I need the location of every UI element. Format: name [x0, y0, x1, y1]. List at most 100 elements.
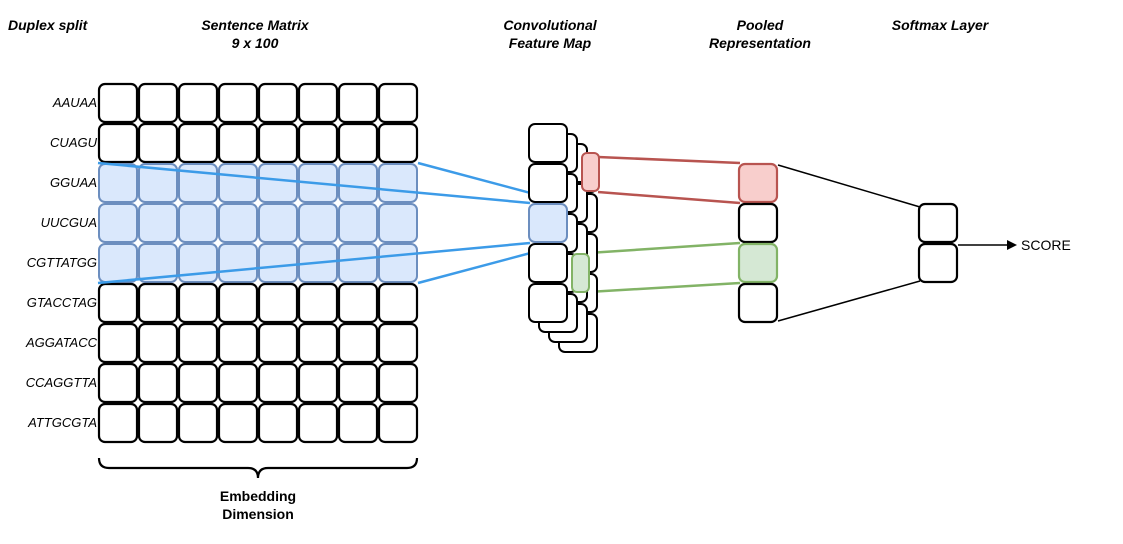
matrix-cell	[177, 322, 219, 364]
matrix-cell	[217, 82, 259, 124]
matrix-cell	[337, 322, 379, 364]
matrix-cell	[137, 122, 179, 164]
matrix-cell	[257, 122, 299, 164]
feature-map-cell	[528, 243, 568, 283]
matrix-cell	[377, 402, 419, 444]
matrix-cell	[177, 282, 219, 324]
matrix-cell	[297, 122, 339, 164]
matrix-cell	[137, 362, 179, 404]
sentence-matrix-dims: 9 x 100	[231, 35, 279, 51]
softmax-layer	[917, 202, 959, 284]
pooled-title-line2: Representation	[709, 35, 811, 51]
matrix-cell	[178, 163, 218, 203]
pooled-cell	[737, 282, 779, 324]
matrix-cell	[298, 203, 338, 243]
row-label-7: CCAGGTTA	[25, 375, 97, 390]
matrix-cell	[257, 82, 299, 124]
matrix-cell	[218, 243, 258, 283]
brace-path	[97, 457, 419, 479]
embedding-line1: Embedding	[219, 488, 297, 504]
matrix-cell	[378, 243, 418, 283]
matrix-cell	[217, 122, 259, 164]
matrix-cell	[137, 402, 179, 444]
dense-line	[777, 164, 921, 208]
matrix-cell	[217, 282, 259, 324]
embedding-caption: Embedding Dimension	[198, 487, 318, 523]
feature-map-cell	[528, 123, 568, 163]
matrix-cell	[258, 163, 298, 203]
matrix-cell	[337, 402, 379, 444]
row-label-5: GTACCTAG	[26, 295, 97, 310]
matrix-cell	[97, 82, 139, 124]
softmax-cell	[917, 202, 959, 244]
matrix-cell	[338, 203, 378, 243]
row-label-3: UUCGUA	[40, 215, 97, 230]
sentence-matrix-title: Sentence Matrix	[201, 17, 309, 33]
matrix-cell	[257, 322, 299, 364]
matrix-cell	[377, 82, 419, 124]
conv-title-line2: Feature Map	[508, 35, 592, 51]
feature-map-green-cell	[571, 253, 590, 293]
pooled-cell	[737, 242, 779, 284]
matrix-cell	[98, 243, 138, 283]
matrix-cell	[138, 243, 178, 283]
matrix-cell	[257, 402, 299, 444]
matrix-cell	[377, 322, 419, 364]
header-sentence-matrix: Sentence Matrix 9 x 100	[185, 16, 325, 52]
matrix-cell	[257, 362, 299, 404]
conv-window-line	[97, 161, 531, 205]
matrix-cell	[377, 122, 419, 164]
matrix-cell	[98, 163, 138, 203]
header-duplex-split: Duplex split	[8, 17, 88, 33]
matrix-cell	[97, 362, 139, 404]
matrix-cell	[377, 282, 419, 324]
pooled-representation	[737, 162, 779, 324]
pooled-cell	[737, 162, 779, 204]
matrix-cell	[137, 282, 179, 324]
row-label-8: ATTGCGTA	[28, 415, 97, 430]
header-convolutional: Convolutional Feature Map	[485, 16, 615, 52]
row-label-0: AAUAA	[52, 95, 97, 110]
matrix-cell	[258, 203, 298, 243]
matrix-cell	[378, 163, 418, 203]
matrix-cell	[258, 243, 298, 283]
matrix-cell	[297, 362, 339, 404]
conv-window-line	[97, 241, 531, 285]
matrix-cell	[377, 362, 419, 404]
matrix-cell	[297, 402, 339, 444]
row-label-6: AGGATACC	[25, 335, 97, 350]
matrix-cell	[378, 203, 418, 243]
matrix-cell	[257, 282, 299, 324]
pool-green-line	[587, 241, 741, 255]
feature-map-cell	[528, 203, 568, 243]
matrix-cell	[338, 243, 378, 283]
matrix-cell	[217, 362, 259, 404]
matrix-cell	[137, 82, 179, 124]
matrix-cell	[137, 322, 179, 364]
pooled-cell	[737, 202, 779, 244]
matrix-cell	[97, 282, 139, 324]
matrix-cell	[177, 402, 219, 444]
matrix-cell	[337, 282, 379, 324]
pool-green-line	[587, 281, 741, 294]
feature-map-stack	[528, 123, 600, 353]
matrix-cell	[138, 163, 178, 203]
matrix-cell	[178, 243, 218, 283]
header-softmax: Softmax Layer	[891, 17, 989, 33]
matrix-cell	[338, 163, 378, 203]
matrix-cell	[177, 122, 219, 164]
matrix-cell	[297, 282, 339, 324]
matrix-cell	[217, 322, 259, 364]
feature-map-red-cell	[581, 152, 600, 192]
softmax-cell	[917, 242, 959, 284]
pool-red-line	[597, 190, 741, 205]
embedding-brace	[97, 457, 419, 479]
matrix-cell	[97, 322, 139, 364]
matrix-cell	[337, 122, 379, 164]
matrix-cell	[97, 402, 139, 444]
matrix-cell	[178, 203, 218, 243]
pool-red-line	[597, 155, 741, 165]
matrix-cell	[337, 82, 379, 124]
